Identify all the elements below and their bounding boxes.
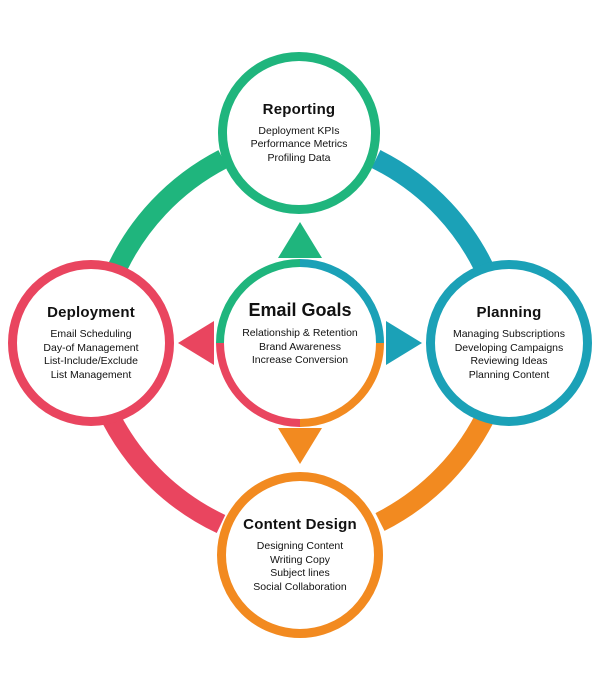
node-items: Deployment KPIs Performance Metrics Prof… bbox=[251, 125, 348, 166]
arrow-right-icon bbox=[386, 321, 422, 365]
arc-deployment-to-reporting bbox=[104, 150, 228, 280]
arrow-down-icon bbox=[278, 428, 322, 464]
arc-planning-to-content bbox=[375, 404, 499, 531]
node-items: Managing Subscriptions Developing Campai… bbox=[453, 328, 565, 382]
arrow-up-icon bbox=[278, 222, 322, 258]
list-item: Designing Content bbox=[256, 540, 344, 552]
node-title: Reporting bbox=[262, 100, 336, 118]
node-title: Content Design bbox=[243, 516, 357, 533]
center-ring-bottom-left bbox=[216, 342, 301, 427]
center-ring-top-right bbox=[299, 259, 384, 344]
center-title: Email Goals bbox=[248, 300, 352, 320]
arc-content-to-deployment bbox=[103, 415, 226, 534]
list-item: List Management bbox=[50, 368, 132, 381]
list-item: Subject lines bbox=[270, 567, 330, 579]
list-item: Day-of Management bbox=[43, 341, 139, 354]
node-title: Deployment bbox=[47, 304, 135, 321]
center-goals: Email Goals Relationship & Retention Bra… bbox=[222, 300, 378, 368]
arc-reporting-to-planning bbox=[371, 150, 500, 285]
list-item: Social Collaboration bbox=[253, 580, 347, 593]
list-item: Performance Metrics bbox=[250, 138, 348, 151]
list-item: Writing Copy bbox=[270, 553, 330, 566]
list-item: Managing Subscriptions bbox=[452, 328, 566, 340]
node-planning: Planning Managing Subscriptions Developi… bbox=[426, 260, 592, 426]
node-reporting: Reporting Deployment KPIs Performance Me… bbox=[218, 52, 380, 214]
node-title: Planning bbox=[476, 304, 542, 321]
center-ring-bottom-right bbox=[299, 342, 384, 427]
center-ring-top-left bbox=[216, 259, 301, 344]
node-items: Email Scheduling Day-of Management List-… bbox=[43, 328, 138, 382]
node-content-design: Content Design Designing Content Writing… bbox=[217, 472, 383, 638]
node-items: Designing Content Writing Copy Subject l… bbox=[253, 540, 346, 594]
list-item: Email Scheduling bbox=[50, 328, 132, 340]
list-item: Reviewing Ideas bbox=[470, 355, 548, 367]
node-deployment: Deployment Email Scheduling Day-of Manag… bbox=[8, 260, 174, 426]
list-item: Increase Conversion bbox=[251, 354, 349, 366]
list-item: Profiling Data bbox=[267, 151, 331, 164]
arrow-left-icon bbox=[178, 321, 214, 365]
list-item: Brand Awareness bbox=[258, 340, 342, 353]
list-item: Relationship & Retention bbox=[242, 327, 358, 339]
list-item: Developing Campaigns bbox=[454, 341, 564, 354]
list-item: List-Include/Exclude bbox=[44, 355, 138, 367]
list-item: Deployment KPIs bbox=[258, 124, 340, 137]
center-items: Relationship & Retention Brand Awareness… bbox=[222, 327, 378, 368]
list-item: Planning Content bbox=[468, 368, 550, 381]
